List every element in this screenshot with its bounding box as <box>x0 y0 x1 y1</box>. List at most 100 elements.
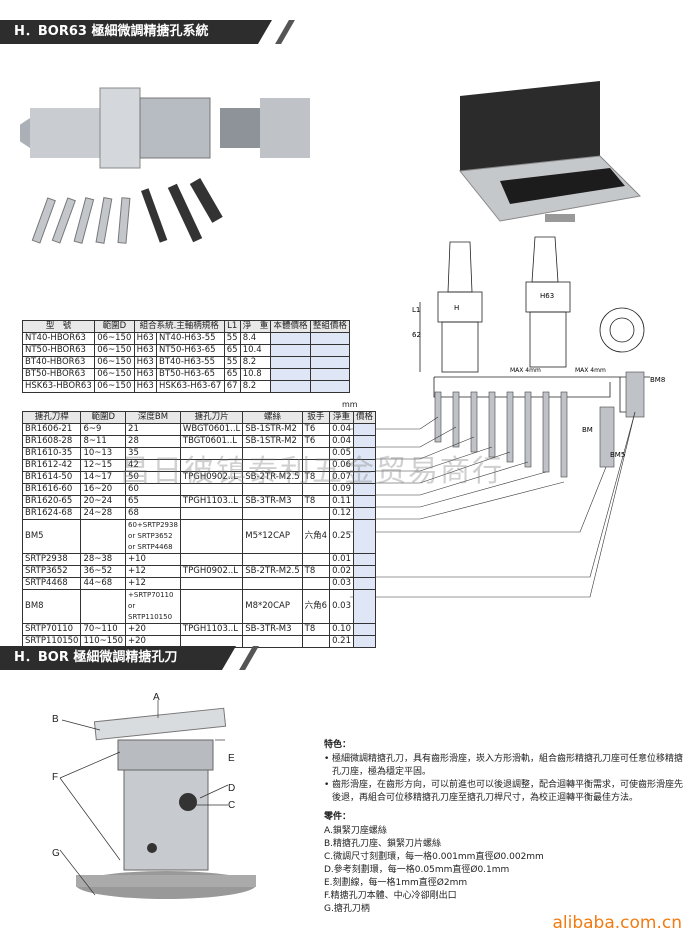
table-cell <box>301 577 331 590</box>
tool-label-f: F <box>52 772 59 783</box>
title-decoration <box>275 20 295 44</box>
table-cell: 12~15 <box>80 459 127 472</box>
table-cell: 14~17 <box>80 471 127 484</box>
table-cell: BM5 <box>21 519 82 554</box>
price-cell <box>352 519 377 554</box>
table-cell: 06~150 <box>94 332 135 345</box>
table-cell: TPGH1103..L <box>179 623 244 636</box>
tool-label-e: E <box>228 753 235 764</box>
footer-site-link[interactable]: alibaba.com.cn <box>552 913 682 933</box>
price-cell <box>352 589 377 624</box>
table-cell <box>179 577 244 590</box>
price-cell <box>352 565 377 578</box>
table-cell: 10.4 <box>239 344 272 357</box>
table-cell: 10~13 <box>80 447 127 460</box>
table-cell: 0.10 <box>329 623 354 636</box>
table-cell: 0.03 <box>329 589 354 624</box>
table-cell: 16~20 <box>80 483 127 496</box>
table-cell: 0.02 <box>329 565 354 578</box>
table-cell <box>179 553 244 566</box>
part-item: A.鎖緊刀座螺絲 <box>324 826 387 836</box>
features-section: 特色： 極細微調精搪孔刀，具有齒形滑座，崁入方形滑軌，組合齒形精搪孔刀座可任意位… <box>324 739 684 916</box>
table-cell: 21 <box>125 423 181 436</box>
tool-label-c: C <box>228 800 236 811</box>
tool-label-d: D <box>228 783 236 794</box>
table-cell: 8.2 <box>239 380 272 393</box>
table-cell: SB-3TR-M3 <box>242 623 303 636</box>
table-cell: 68 <box>125 507 181 520</box>
price-cell <box>352 635 377 648</box>
table-cell: NT50-H63-65 <box>155 344 225 357</box>
table-cell <box>301 553 331 566</box>
part-item: D.參考刻劃環，每一格0.05mm直徑Ø0.1mm <box>324 865 510 875</box>
table-cell: +12 <box>125 577 181 590</box>
table-cell: TPGH0902..L <box>179 565 244 578</box>
table-cell: BT50-HBOR63 <box>21 368 96 381</box>
table-cell: 65 <box>125 495 181 508</box>
section-title-hbor-tool: H．BOR 極細微調精搪孔刀 <box>0 646 259 670</box>
table-cell: 06~150 <box>94 356 135 369</box>
table-cell: SB-2TR-M2.5 <box>242 565 303 578</box>
table-cell: 六角6 <box>301 589 331 624</box>
table-cell <box>242 507 303 520</box>
table-cell: 六角4 <box>301 519 331 554</box>
table-cell: NT40-H63-55 <box>155 332 225 345</box>
table-cell: H63 <box>133 344 157 357</box>
label-bm8: BM8 <box>650 376 665 384</box>
col-header: 扳手 <box>301 411 331 424</box>
table-cell: H63 <box>133 368 157 381</box>
watermark-text: 昌日彼镇泰利五金贸易商行 <box>120 454 504 489</box>
table-cell: H63 <box>133 356 157 369</box>
price-cell <box>352 471 377 484</box>
table-cell: HSK63-HBOR63 <box>21 380 96 393</box>
table-cell: BR1614-50 <box>21 471 82 484</box>
feature-item: 齒形滑座，在齒形方向，可以前進也可以後退調整，配合迴轉平衡需求，可使齒形滑座先後… <box>324 779 684 805</box>
table-cell <box>242 577 303 590</box>
table-cell: 0.04 <box>329 423 354 436</box>
table-cell: 0.12 <box>329 507 354 520</box>
table-cell: 06~150 <box>94 380 135 393</box>
table-cell: 20~24 <box>80 495 127 508</box>
table-cell: T8 <box>301 565 331 578</box>
table-cell: 60+SRTP2938 or SRTP3652 or SRTP4468 <box>125 519 181 554</box>
col-header: 整組價格 <box>309 320 351 333</box>
table-cell: 06~150 <box>94 368 135 381</box>
unit-label: mm <box>342 400 358 409</box>
label-max4mm-a: MAX 4mm <box>510 367 541 374</box>
table-cell: BT40-HBOR63 <box>21 356 96 369</box>
table-cell: M8*20CAP <box>242 589 303 624</box>
table-cell <box>270 368 311 381</box>
section-title-hbor63: H．BOR63 極細微調精搪孔系統 <box>0 20 295 44</box>
table-cell: BR1624-68 <box>21 507 82 520</box>
label-l1: L1 <box>412 306 420 314</box>
table-cell: BT40-H63-55 <box>155 356 225 369</box>
table-cell: 8.4 <box>239 332 272 345</box>
col-header: 淨重 <box>329 411 354 424</box>
table-cell: BR1620-65 <box>21 495 82 508</box>
price-cell <box>352 507 377 520</box>
table-cell: 0.25 <box>329 519 354 554</box>
label-h63: H63 <box>540 292 554 300</box>
table-header-row: 搪孔刀桿 範圍D 深度BM 搪孔刀片 螺絲 扳手 淨重 價格 <box>21 411 377 424</box>
tool-label-a: A <box>153 692 160 703</box>
label-62: 62 <box>412 331 421 339</box>
price-cell <box>352 577 377 590</box>
table-cell <box>270 356 311 369</box>
table-cell: 55 <box>223 332 241 345</box>
table-cell <box>301 635 331 648</box>
price-cell <box>352 553 377 566</box>
table-cell: +SRTP70110 or SRTP110150 <box>125 589 181 624</box>
table-cell <box>270 344 311 357</box>
table-cell: 8.2 <box>239 356 272 369</box>
table-cell: SRTP3652 <box>21 565 82 578</box>
tool-label-g: G <box>52 848 60 859</box>
label-bm5: BM5 <box>610 451 625 459</box>
